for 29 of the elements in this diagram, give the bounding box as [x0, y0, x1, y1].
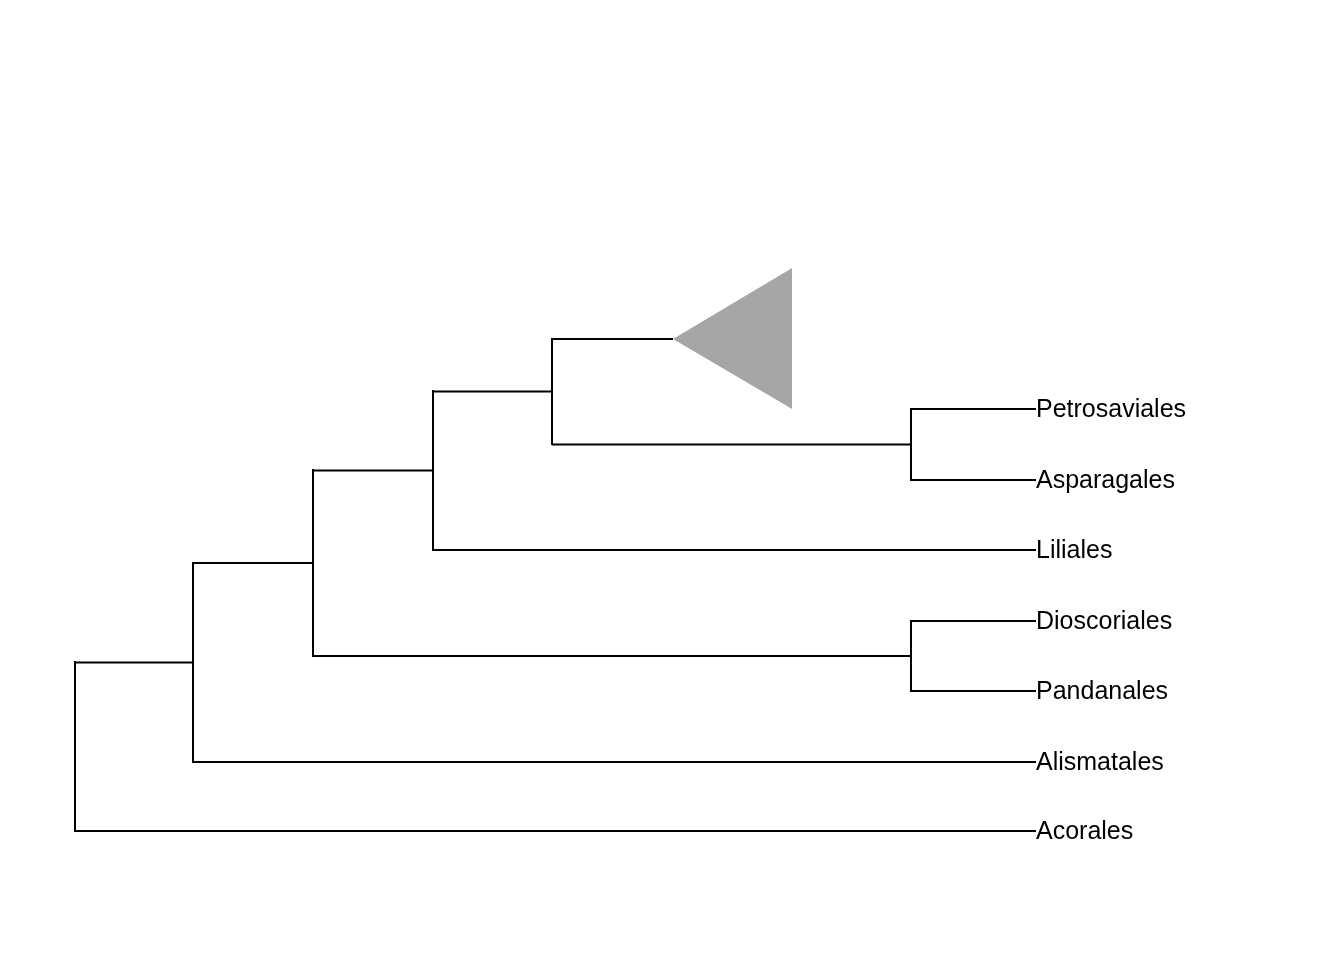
branch-node-line [74, 661, 76, 832]
branch-node-line [910, 620, 912, 692]
tree-branch [74, 661, 193, 664]
tree-branch [910, 408, 1037, 410]
taxon-label: Pandanales [1036, 676, 1169, 704]
tree-branch [910, 690, 1037, 692]
branch-node-line [910, 408, 912, 481]
tree-branch [432, 549, 1037, 551]
taxon-label: Alismatales [1036, 747, 1164, 775]
taxon-label: Petrosaviales [1036, 394, 1187, 422]
tree-branch [551, 338, 674, 340]
tree-branch [312, 655, 911, 657]
tree-branch [312, 469, 433, 472]
taxon-label: Liliales [1036, 535, 1113, 563]
tree-branch [551, 443, 911, 446]
branch-node-line [432, 390, 434, 551]
tree-branch [910, 479, 1037, 481]
taxon-label: Asparagales [1036, 465, 1175, 493]
tree-branch [432, 390, 552, 393]
branch-node-line [312, 469, 314, 657]
tree-branch [192, 761, 1037, 763]
collapsed-clade-triangle [673, 268, 792, 409]
tree-branch [910, 620, 1037, 622]
branch-node-line [551, 338, 553, 445]
tree-branch [192, 562, 313, 564]
taxon-label: Dioscoriales [1036, 606, 1173, 634]
taxon-label: Acorales [1036, 816, 1134, 844]
branch-node-line [192, 562, 194, 763]
tree-branch [74, 830, 1037, 832]
